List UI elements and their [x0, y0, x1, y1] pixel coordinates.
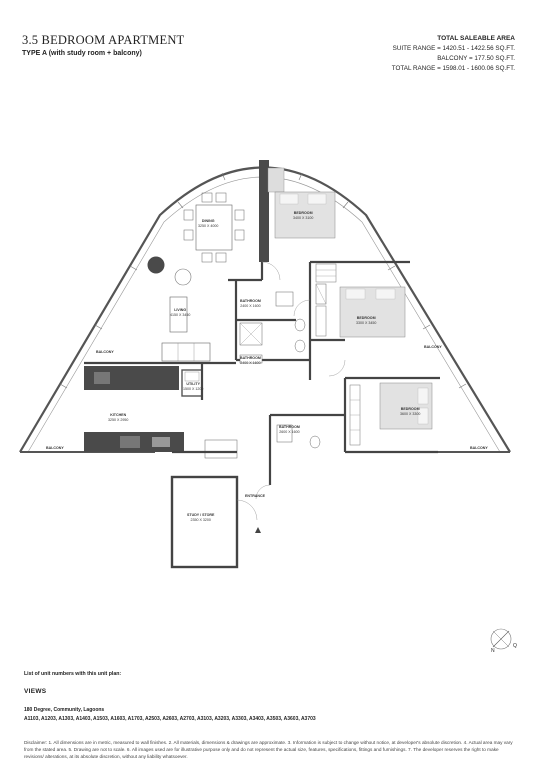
dining-table — [195, 204, 233, 251]
views-heading: VIEWS — [24, 688, 47, 695]
units-heading: List of unit numbers with this unit plan… — [24, 671, 122, 677]
unit-numbers-list: A1103, A1203, A1303, A1403, A1503, A1603… — [24, 716, 316, 722]
disclaimer-text: Disclaimer: 1. All dimensions are in met… — [24, 740, 513, 759]
room-label-balcony-left: BALCONY — [96, 350, 114, 354]
page-title: 3.5 BEDROOM APARTMENT — [22, 33, 185, 47]
room-label-entrance: ENTRANCE — [245, 494, 265, 498]
room-label-balcony-bottom-right: BALCONY — [470, 446, 488, 450]
suite-range: SUITE RANGE = 1420.51 - 1422.56 SQ.FT. — [392, 45, 515, 52]
area-heading: TOTAL SALEABLE AREA — [437, 35, 515, 42]
tv-unit — [169, 296, 188, 333]
planter — [147, 256, 165, 274]
unit-type-subtitle: TYPE A (with study room + balcony) — [22, 50, 142, 57]
entrance-marker — [255, 527, 261, 533]
structural-column — [259, 160, 269, 262]
compass-q: Q — [513, 643, 517, 649]
balcony-area: BALCONY = 177.50 SQ.FT. — [437, 55, 515, 62]
views-text: 180 Degree, Community, Lagoons — [24, 707, 105, 713]
room-label-balcony-right: BALCONY — [424, 345, 442, 349]
sofa — [161, 342, 211, 362]
compass-north: N — [491, 648, 495, 654]
room-label-balcony-bottom-left: BALCONY — [46, 446, 64, 450]
compass-icon: N Q — [487, 625, 517, 660]
total-range: TOTAL RANGE = 1598.01 - 1600.06 SQ.FT. — [391, 65, 515, 72]
study-room — [170, 475, 239, 569]
area-summary: TOTAL SALEABLE AREA SUITE RANGE = 1420.5… — [392, 34, 515, 74]
